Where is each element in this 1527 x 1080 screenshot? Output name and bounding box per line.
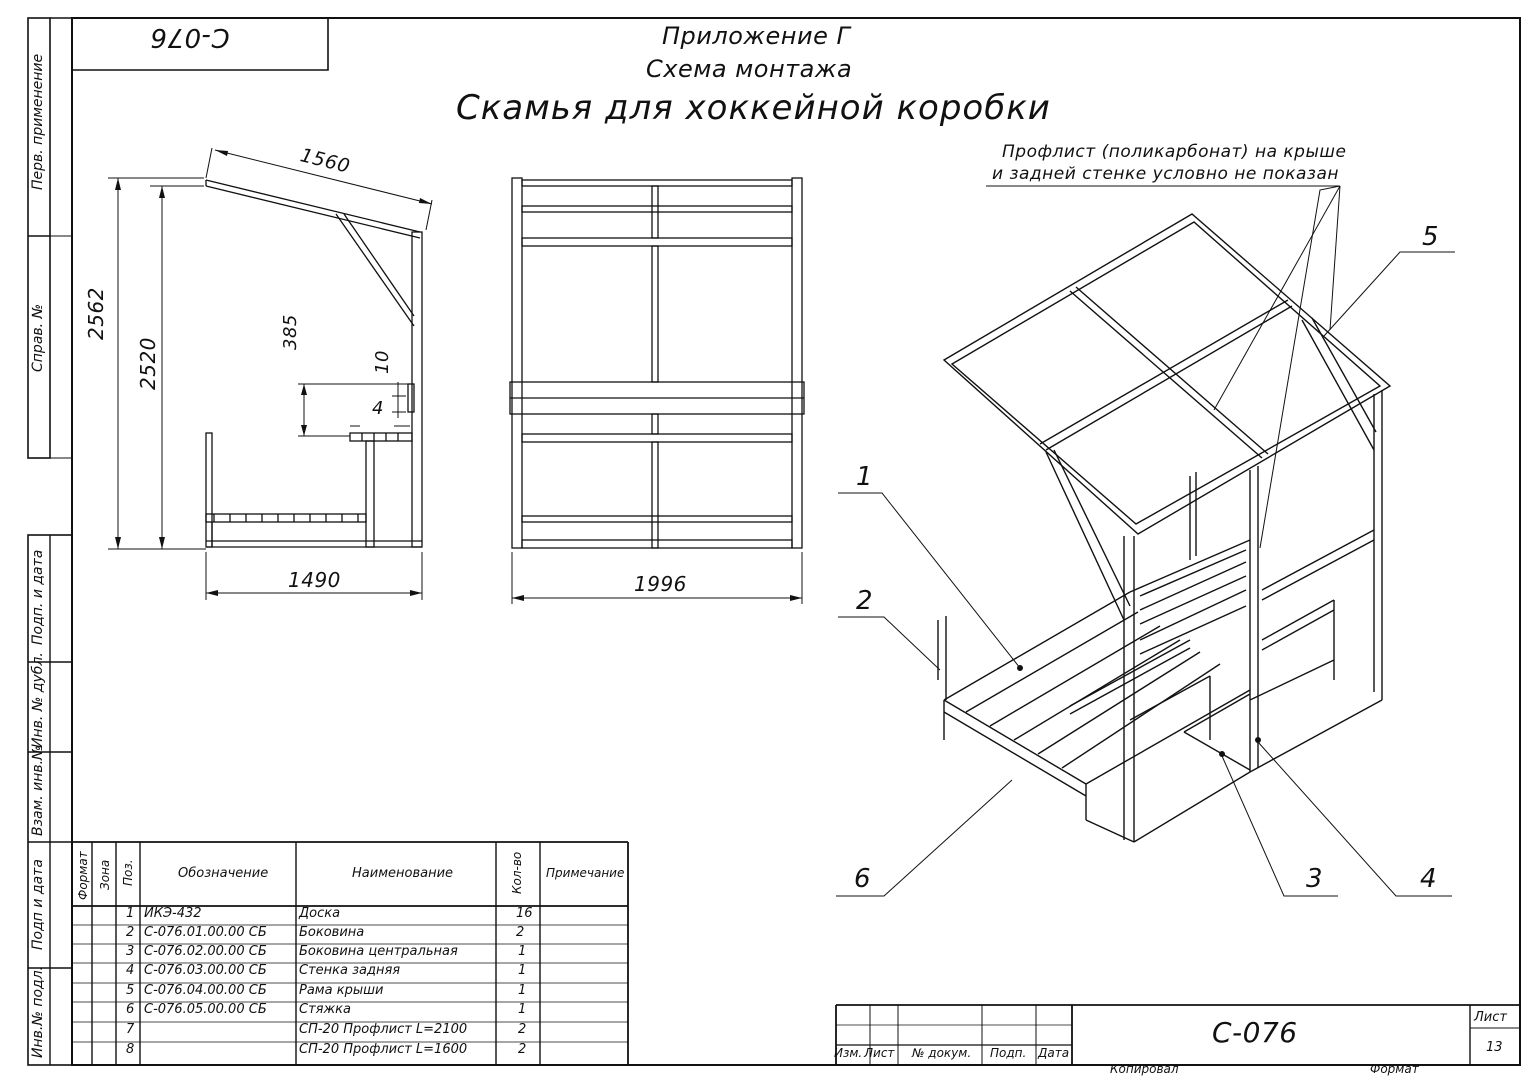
spec-row-pos: 6 bbox=[126, 1002, 135, 1017]
tb-sheet-label: Лист bbox=[1474, 1010, 1507, 1025]
leaders bbox=[836, 185, 1455, 897]
spec-row-qty: 2 bbox=[518, 1042, 527, 1057]
side-view bbox=[205, 179, 423, 548]
dim-10: 10 bbox=[372, 350, 393, 374]
tb-izm-label: Изм. bbox=[834, 1046, 863, 1060]
spec-row-qty: 1 bbox=[518, 983, 527, 998]
spec-row-qty: 1 bbox=[518, 963, 527, 978]
tb-doc-no-label: № докум. bbox=[912, 1046, 972, 1060]
spec-header-designation: Обозначение bbox=[178, 866, 269, 881]
side-label-podp-data-1: Подп. и дата bbox=[30, 549, 46, 645]
spec-row-name: Стенка задняя bbox=[299, 963, 401, 978]
spec-row-designation: ИКЭ-432 bbox=[144, 906, 202, 921]
tb-copied-label: Копировал bbox=[1110, 1062, 1179, 1076]
callout-6: 6 bbox=[854, 864, 872, 894]
spec-row-pos: 7 bbox=[126, 1022, 135, 1037]
spec-row-pos: 8 bbox=[126, 1042, 135, 1057]
tb-list-label: Лист bbox=[864, 1046, 895, 1060]
dim-side-width: 1490 bbox=[288, 568, 341, 592]
top-stamp-box bbox=[72, 18, 329, 71]
appendix-label: Приложение Г bbox=[662, 22, 851, 50]
spec-row-designation: С-076.03.00.00 СБ bbox=[144, 963, 267, 978]
spec-header-zone: Зона bbox=[98, 859, 112, 890]
spec-row-name: Боковина центральная bbox=[299, 944, 458, 959]
spec-row-qty: 2 bbox=[518, 1022, 527, 1037]
isometric-view bbox=[937, 213, 1392, 843]
side-label-inv-dubl: Инв. № дубл. bbox=[30, 652, 46, 748]
spec-row-designation: С-076.02.00.00 СБ bbox=[144, 944, 267, 959]
spec-row-pos: 4 bbox=[126, 963, 135, 978]
front-view-dimensions bbox=[511, 552, 803, 604]
spec-row-pos: 1 bbox=[126, 906, 135, 921]
side-view-arrows bbox=[115, 150, 432, 596]
spec-row-designation: С-076.04.00.00 СБ bbox=[144, 983, 267, 998]
spec-header-qty: Кол-во bbox=[510, 851, 524, 894]
spec-row-qty: 1 bbox=[518, 1002, 527, 1017]
spec-header-name: Наименование bbox=[352, 866, 454, 881]
spec-row-name: СП-20 Профлист L=2100 bbox=[299, 1022, 468, 1037]
spec-row-designation: С-076.05.00.00 СБ bbox=[144, 1002, 267, 1017]
top-stamp: С-076 bbox=[150, 22, 230, 52]
title-block-grid bbox=[835, 1004, 1520, 1065]
tb-format-label: Формат bbox=[1370, 1062, 1419, 1076]
spec-table-grid bbox=[72, 841, 629, 1065]
sheet-frame bbox=[27, 17, 1521, 1066]
callout-3: 3 bbox=[1306, 864, 1324, 894]
note-line-2: и задней стенке условно не показан bbox=[992, 164, 1340, 184]
side-view-dimensions bbox=[108, 147, 433, 600]
spec-row-pos: 5 bbox=[126, 983, 135, 998]
spec-row-designation: С-076.01.00.00 СБ bbox=[144, 925, 267, 940]
spec-header-note: Примечание bbox=[546, 866, 625, 880]
callout-5: 5 bbox=[1422, 222, 1440, 252]
drawing-title: Скамья для хоккейной коробки bbox=[456, 88, 1051, 128]
note-line-1: Профлист (поликарбонат) на крыше bbox=[1002, 142, 1347, 162]
callout-1: 1 bbox=[856, 462, 874, 492]
side-label-perv: Перв. применение bbox=[30, 53, 46, 190]
spec-row-name: Боковина bbox=[299, 925, 365, 940]
dim-total-height: 2562 bbox=[84, 287, 108, 340]
dim-front-width: 1996 bbox=[634, 572, 687, 596]
tb-sheet-number: 13 bbox=[1486, 1040, 1503, 1055]
side-label-podp-data-2: Подп и дата bbox=[30, 859, 46, 950]
dim-frame-height: 2520 bbox=[136, 337, 160, 390]
spec-row-pos: 3 bbox=[126, 944, 135, 959]
spec-row-qty: 16 bbox=[516, 906, 533, 921]
spec-row-name: Стяжка bbox=[299, 1002, 351, 1017]
tb-podp-label: Подп. bbox=[990, 1046, 1027, 1060]
side-label-inv-podl: Инв.№ подл. bbox=[30, 965, 46, 1058]
tb-data-label: Дата bbox=[1038, 1046, 1070, 1060]
tb-designation: С-076 bbox=[1212, 1016, 1298, 1049]
spec-row-pos: 2 bbox=[126, 925, 135, 940]
spec-header-format: Формат bbox=[76, 851, 90, 900]
spec-header-pos: Поз. bbox=[121, 859, 135, 886]
scheme-label: Схема монтажа bbox=[646, 55, 853, 83]
dim-385: 385 bbox=[280, 314, 301, 350]
callout-2: 2 bbox=[856, 586, 874, 616]
front-view bbox=[509, 177, 805, 549]
callout-4: 4 bbox=[1420, 864, 1438, 894]
side-label-vzam: Взам. инв.№ bbox=[30, 745, 46, 836]
spec-row-name: Доска bbox=[299, 906, 341, 921]
spec-row-qty: 2 bbox=[516, 925, 525, 940]
dim-4: 4 bbox=[372, 398, 384, 419]
side-label-sprav: Справ. № bbox=[30, 303, 46, 372]
isometric-dots bbox=[1017, 665, 1261, 757]
spec-row-name: СП-20 Профлист L=1600 bbox=[299, 1042, 468, 1057]
spec-row-qty: 1 bbox=[518, 944, 527, 959]
spec-row-name: Рама крыши bbox=[299, 983, 384, 998]
